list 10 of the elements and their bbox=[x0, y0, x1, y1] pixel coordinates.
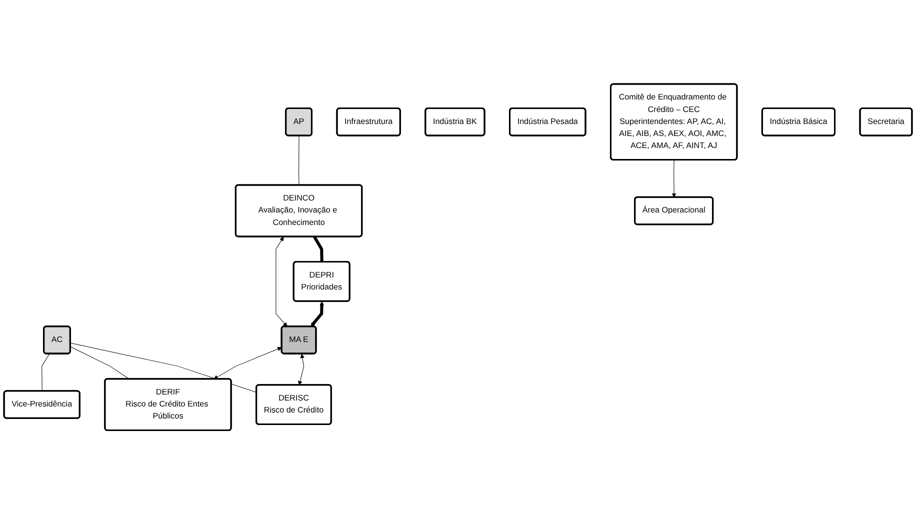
connector bbox=[42, 353, 50, 392]
arrow bbox=[672, 160, 676, 198]
connector bbox=[313, 236, 324, 262]
connector bbox=[298, 135, 300, 186]
connector bbox=[70, 342, 257, 392]
arrow bbox=[310, 301, 324, 327]
connector bbox=[70, 346, 130, 380]
arrow bbox=[214, 346, 282, 380]
arrow bbox=[298, 354, 305, 386]
arrow bbox=[276, 236, 288, 327]
